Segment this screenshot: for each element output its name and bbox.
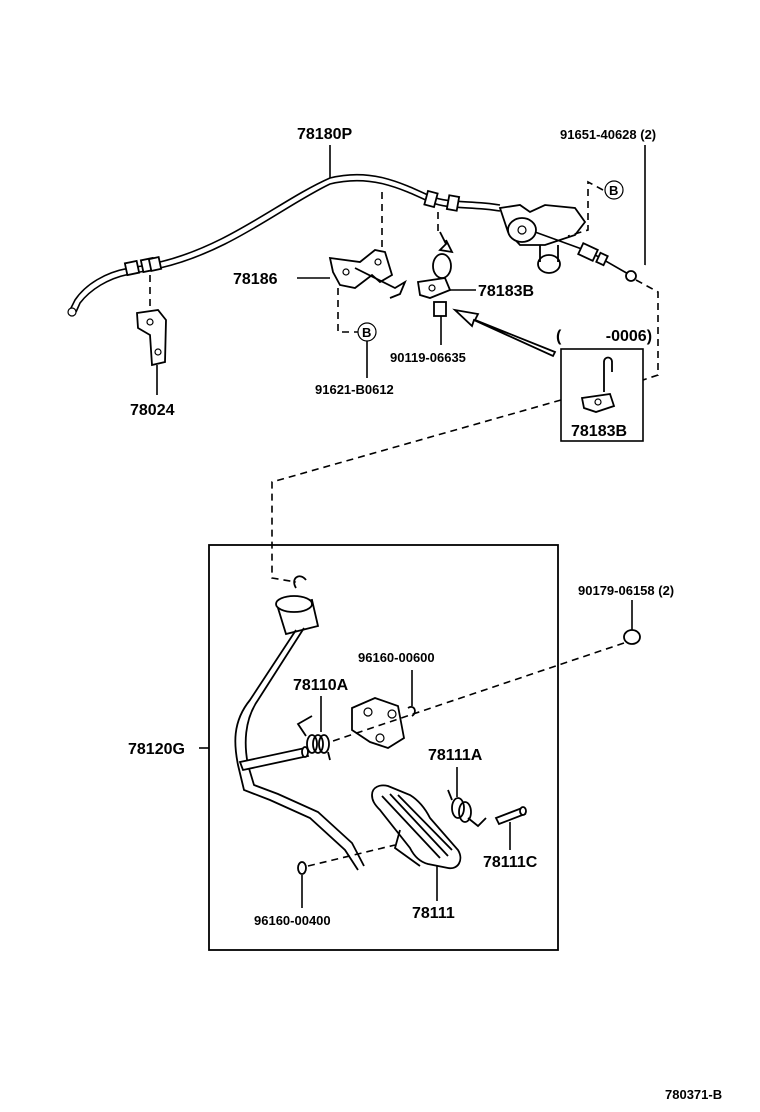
label-inset-clip: 78183B xyxy=(571,423,627,440)
pivot-bracket xyxy=(351,697,405,749)
svg-text:B: B xyxy=(362,325,371,340)
spring-78111a xyxy=(447,789,487,828)
figure-code: 780371-B xyxy=(665,1087,722,1102)
label-bracket: 78186 xyxy=(233,271,278,288)
ref-marker-b-bottom: B xyxy=(357,322,377,342)
arrow-icon xyxy=(452,308,557,358)
bracket-78024 xyxy=(136,309,167,367)
label-nut-small: 90119-06635 xyxy=(390,350,466,365)
label-cable: 78180P xyxy=(297,126,352,143)
clip-upper xyxy=(407,706,416,717)
label-bracket-left: 78024 xyxy=(130,402,175,419)
label-spring-b: 78111A xyxy=(428,747,483,764)
label-clip-upper: 96160-00600 xyxy=(358,650,435,665)
clip-lower xyxy=(297,861,307,875)
label-pedal-pad: 78111 xyxy=(412,905,455,922)
label-bolt-b: 91621-B0612 xyxy=(315,382,394,397)
label-bolt-pedal: 90179-06158 (2) xyxy=(578,583,674,598)
label-cable-clip: 78183B xyxy=(478,283,534,300)
pin-78111c xyxy=(494,806,527,826)
label-clip-lower: 96160-00400 xyxy=(254,913,331,928)
bracket-78186 xyxy=(328,249,407,299)
pedal-assembly-box xyxy=(208,544,559,951)
pedal-pad-78111 xyxy=(371,784,462,870)
ref-marker-b-top: B xyxy=(604,180,624,200)
label-pin: 78111C xyxy=(483,854,538,871)
label-clamp-bolt: 91651-40628 (2) xyxy=(560,127,656,142)
accelerator-cable xyxy=(67,173,637,317)
svg-text:B: B xyxy=(609,183,618,198)
cable-clip-78183b xyxy=(416,231,454,317)
label-spring-a: 78110A xyxy=(293,677,349,694)
label-inset-range: ( -0006) xyxy=(556,328,652,345)
label-pedal-lever: 78120G xyxy=(128,741,185,758)
inset-box: 78183B xyxy=(560,348,644,442)
pedal-lever-78120g xyxy=(234,575,365,871)
spring-78110a xyxy=(296,715,331,761)
bolt-pedal xyxy=(623,629,641,645)
